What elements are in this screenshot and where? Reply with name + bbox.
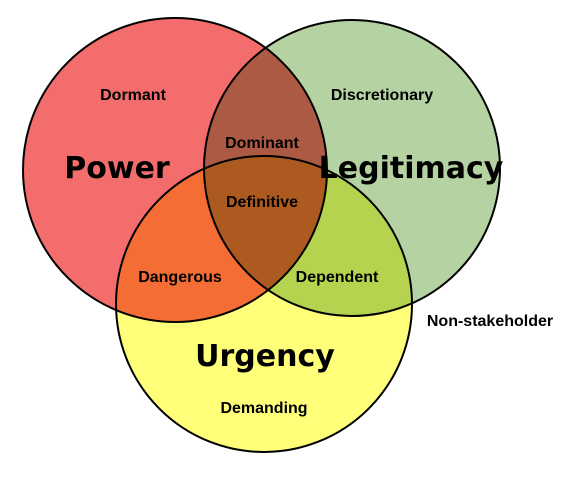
- discretionary-label: Discretionary: [331, 87, 433, 104]
- urgency-circle: [115, 155, 413, 453]
- dormant-label: Dormant: [100, 87, 166, 104]
- urgency-label: Urgency: [195, 339, 335, 374]
- dependent-label: Dependent: [296, 269, 379, 286]
- non-stakeholder-label: Non-stakeholder: [427, 313, 553, 330]
- legitimacy-label: Legitimacy: [319, 151, 504, 186]
- dominant-label: Dominant: [225, 135, 299, 152]
- demanding-label: Demanding: [220, 400, 307, 417]
- dangerous-label: Dangerous: [138, 269, 222, 286]
- circles-group: [22, 17, 501, 453]
- labels-group: Power Legitimacy Urgency Dormant Discret…: [64, 87, 553, 417]
- power-label: Power: [64, 151, 170, 186]
- definitive-label: Definitive: [226, 194, 298, 211]
